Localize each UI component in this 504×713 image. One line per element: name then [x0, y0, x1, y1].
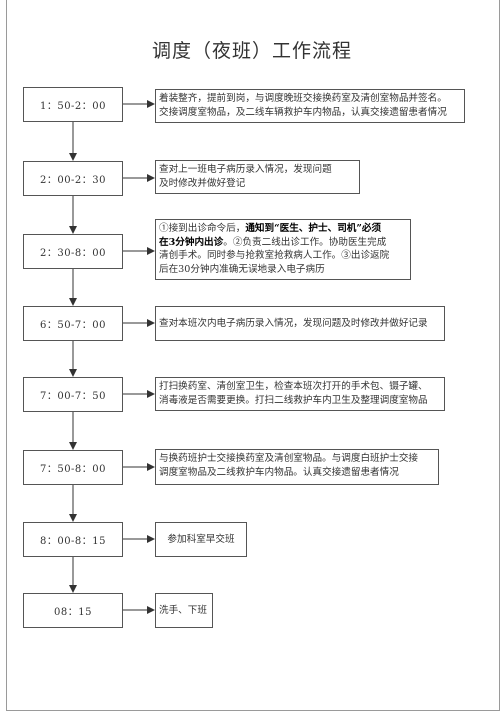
- time-box-3: 2：30-8：00: [23, 234, 123, 269]
- desc-line: ①接到出诊命令后，通知到“医生、护士、司机”必须: [159, 222, 407, 236]
- desc-line: 打扫换药室、清创室卫生，检查本班次打开的手术包、镊子罐、: [159, 381, 428, 392]
- desc-box-1: 着装整齐，提前到岗，与调度晚班交接换药室及清创室物品并签名。 交接调度室物品，及…: [155, 89, 465, 123]
- desc-box-5: 打扫换药室、清创室卫生，检查本班次打开的手术包、镊子罐、 消毒液是否需要更换。打…: [155, 377, 445, 411]
- desc-line: 参加科室早交班: [167, 533, 235, 545]
- desc-line: 交接调度室物品，及二线车辆救护车内物品，认真交接遗留患者情况: [159, 107, 447, 118]
- desc-emphasis: 在3分钟内出诊: [159, 236, 224, 248]
- desc-line: 消毒液是否需要更换。打扫二线救护车内卫生及整理调度室物品: [159, 395, 428, 406]
- desc-line: 调度室物品及二线救护车内物品。认真交接遗留患者情况: [159, 467, 399, 478]
- desc-line: 着装整齐，提前到岗，与调度晚班交接换药室及清创室物品并签名。: [159, 93, 447, 104]
- desc-box-7: 参加科室早交班: [155, 522, 247, 557]
- desc-box-3: ①接到出诊命令后，通知到“医生、护士、司机”必须 在3分钟内出诊。②负责二线出诊…: [155, 219, 411, 280]
- desc-box-8: 洗手、下班: [155, 593, 213, 628]
- desc-line: 查对上一班电子病历录入情况，发现问题: [159, 164, 332, 175]
- desc-line: 在3分钟内出诊。②负责二线出诊工作。协助医生完成: [159, 236, 407, 250]
- desc-line: 查对本班次内电子病历录入情况，发现问题及时修改并做好记录: [159, 317, 428, 329]
- desc-line: 清创手术。同时参与抢救室抢救病人工作。③出诊返院: [159, 250, 390, 261]
- time-box-5: 7：00-7：50: [23, 377, 123, 412]
- desc-line: 与换药班护士交接换药室及清创室物品。与调度白班护士交接: [159, 453, 419, 464]
- desc-line: 洗手、下班: [159, 604, 207, 616]
- desc-box-6: 与换药班护士交接换药室及清创室物品。与调度白班护士交接 调度室物品及二线救护车内…: [155, 449, 439, 485]
- time-box-7: 8：00-8：15: [23, 522, 123, 557]
- desc-line: 后在30分钟内准确无误地录入电子病历: [159, 263, 325, 275]
- desc-text: ①接到出诊命令后，: [159, 223, 246, 234]
- time-box-6: 7：50-8：00: [23, 450, 123, 485]
- desc-box-2: 查对上一班电子病历录入情况，发现问题 及时修改并做好登记: [155, 160, 360, 194]
- desc-emphasis: 通知到“医生、护士、司机”必须: [245, 223, 382, 234]
- desc-text: 。②负责二线出诊工作。协助医生完成: [223, 236, 387, 248]
- time-box-2: 2：00-2：30: [23, 161, 123, 196]
- time-box-8: 08：15: [23, 593, 123, 628]
- desc-box-4: 查对本班次内电子病历录入情况，发现问题及时修改并做好记录: [155, 306, 445, 341]
- time-box-1: 1：50-2：00: [23, 87, 123, 122]
- desc-line: 及时修改并做好登记: [159, 178, 246, 189]
- page-border: [6, 0, 500, 711]
- time-box-4: 6：50-7：00: [23, 306, 123, 341]
- page-title: 调度（夜班）工作流程: [151, 40, 352, 62]
